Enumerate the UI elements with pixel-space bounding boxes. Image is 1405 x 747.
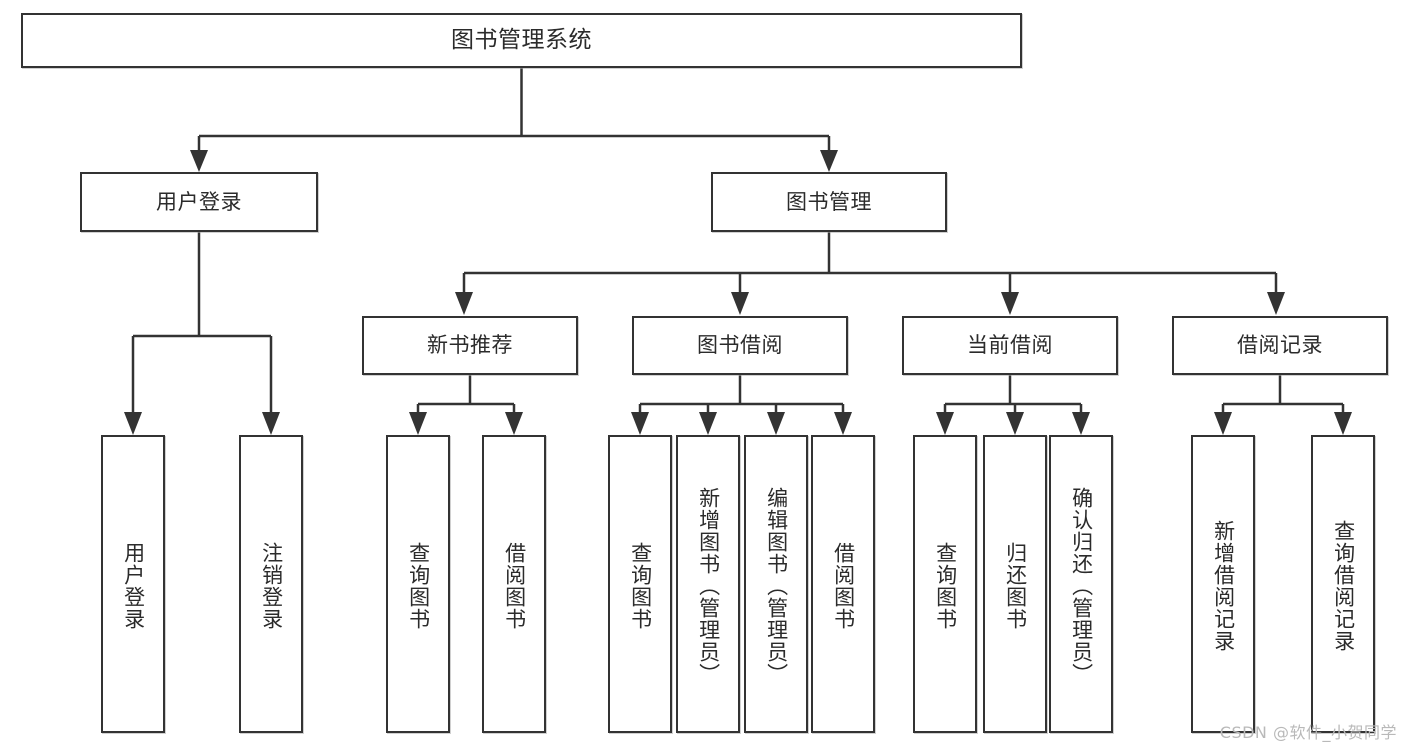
arrowhead-cb-leaf2: [1006, 412, 1024, 435]
node-user-login[interactable]: 用户登录: [80, 172, 318, 232]
node-leaf-edit-book[interactable]: 编辑图书（管理员）: [744, 435, 808, 733]
arrowhead-new-book-recommend: [455, 292, 473, 315]
node-root[interactable]: 图书管理系统: [21, 13, 1022, 68]
node-leaf-confirm-return[interactable]: 确认归还（管理员）: [1049, 435, 1113, 733]
node-leaf-query-record-label: 查询借阅记录: [1331, 520, 1356, 652]
node-borrow-record-label: 借阅记录: [1237, 333, 1323, 358]
arrowhead-bb-leaf2: [699, 412, 717, 435]
node-leaf-query-book-2[interactable]: 查询图书: [608, 435, 672, 733]
node-current-borrow-label: 当前借阅: [967, 333, 1053, 358]
watermark: CSDN @软件_小贺同学: [1219, 723, 1397, 742]
node-leaf-query-book-1-label: 查询图书: [406, 542, 431, 630]
arrowhead-nbr-leaf1: [409, 412, 427, 435]
arrowhead-nbr-leaf2: [505, 412, 523, 435]
node-leaf-logout-label: 注销登录: [259, 542, 284, 630]
node-leaf-user-login-label: 用户登录: [121, 542, 146, 630]
node-user-login-label: 用户登录: [156, 189, 242, 214]
node-leaf-query-record[interactable]: 查询借阅记录: [1311, 435, 1375, 733]
node-leaf-borrow-book-2-label: 借阅图书: [831, 542, 856, 630]
arrowhead-br-leaf2: [1334, 412, 1352, 435]
node-leaf-add-record[interactable]: 新增借阅记录: [1191, 435, 1255, 733]
node-leaf-confirm-return-label: 确认归还（管理员）: [1069, 487, 1094, 685]
arrowhead-ul-leaf1: [124, 412, 142, 435]
node-leaf-borrow-book-1[interactable]: 借阅图书: [482, 435, 546, 733]
arrowhead-book-manage: [820, 150, 838, 172]
node-book-borrow[interactable]: 图书借阅: [632, 316, 848, 375]
node-leaf-add-record-label: 新增借阅记录: [1211, 520, 1236, 652]
node-leaf-edit-book-label: 编辑图书（管理员）: [764, 487, 789, 685]
node-new-book-recommend-label: 新书推荐: [427, 333, 513, 358]
node-current-borrow[interactable]: 当前借阅: [902, 316, 1118, 375]
arrowhead-borrow-record: [1267, 292, 1285, 315]
node-leaf-add-book[interactable]: 新增图书（管理员）: [676, 435, 740, 733]
node-leaf-add-book-label: 新增图书（管理员）: [696, 487, 721, 685]
node-new-book-recommend[interactable]: 新书推荐: [362, 316, 578, 375]
node-leaf-query-book-3-label: 查询图书: [933, 542, 958, 630]
node-book-manage-label: 图书管理: [786, 189, 872, 214]
arrowhead-current-borrow: [1001, 292, 1019, 315]
node-leaf-return-book-label: 归还图书: [1003, 542, 1028, 630]
node-leaf-query-book-1[interactable]: 查询图书: [386, 435, 450, 733]
arrowhead-user-login: [190, 150, 208, 172]
arrowhead-book-borrow: [731, 292, 749, 315]
node-book-manage[interactable]: 图书管理: [711, 172, 947, 232]
node-root-label: 图书管理系统: [451, 26, 592, 53]
arrowhead-br-leaf1: [1214, 412, 1232, 435]
arrowhead-bb-leaf3: [767, 412, 785, 435]
node-leaf-borrow-book-2[interactable]: 借阅图书: [811, 435, 875, 733]
node-book-borrow-label: 图书借阅: [697, 333, 783, 358]
node-leaf-user-login[interactable]: 用户登录: [101, 435, 165, 733]
node-leaf-borrow-book-1-label: 借阅图书: [502, 542, 527, 630]
node-leaf-return-book[interactable]: 归还图书: [983, 435, 1047, 733]
node-leaf-query-book-2-label: 查询图书: [628, 542, 653, 630]
arrowhead-bb-leaf4: [834, 412, 852, 435]
arrowhead-ul-leaf2: [262, 412, 280, 435]
node-leaf-query-book-3[interactable]: 查询图书: [913, 435, 977, 733]
node-leaf-logout[interactable]: 注销登录: [239, 435, 303, 733]
arrowhead-bb-leaf1: [631, 412, 649, 435]
arrowhead-cb-leaf1: [936, 412, 954, 435]
arrowhead-cb-leaf3: [1072, 412, 1090, 435]
node-borrow-record[interactable]: 借阅记录: [1172, 316, 1388, 375]
